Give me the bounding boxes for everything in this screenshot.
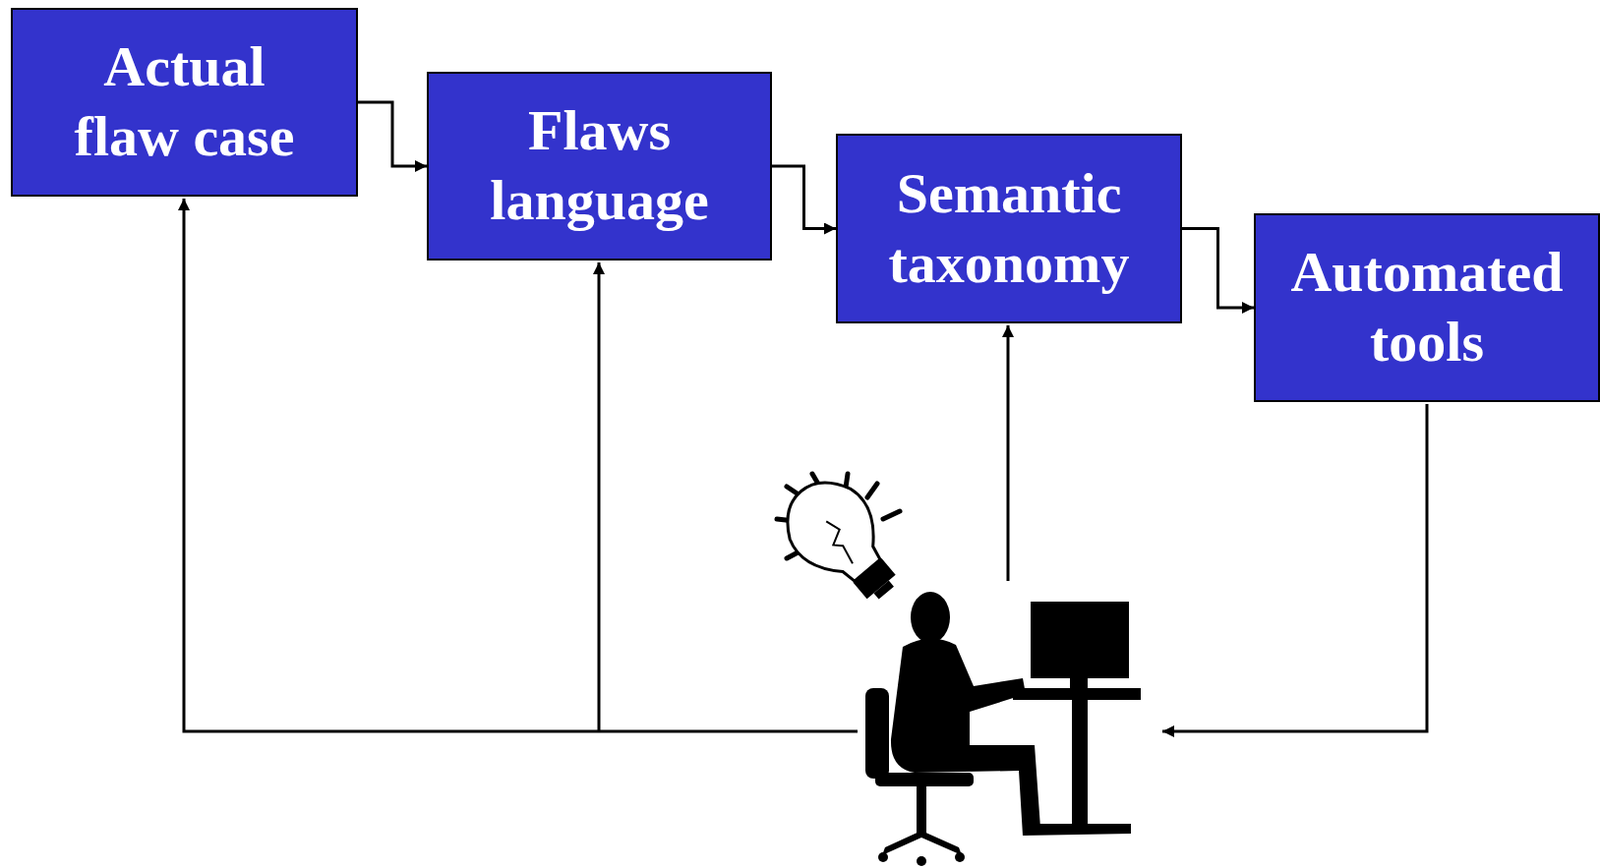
light-bulb bbox=[769, 464, 919, 620]
process-box: Flaws language bbox=[426, 71, 772, 261]
feedback-line bbox=[183, 198, 858, 732]
flow-arrow bbox=[771, 166, 836, 230]
process-box: Semantic taxonomy bbox=[835, 133, 1183, 324]
process-box: Actual flaw case bbox=[10, 7, 358, 197]
flow-arrow bbox=[357, 102, 427, 167]
box-label: Semantic taxonomy bbox=[849, 159, 1169, 299]
process-box: Automated tools bbox=[1253, 213, 1600, 403]
flow-arrow bbox=[1182, 229, 1254, 309]
feedback-line bbox=[1007, 325, 1010, 582]
feedback-line bbox=[597, 262, 601, 732]
box-label: Automated tools bbox=[1267, 237, 1587, 378]
person-at-computer bbox=[865, 592, 1141, 867]
box-label: Actual flaw case bbox=[24, 32, 345, 173]
feedback-line bbox=[1162, 404, 1427, 732]
box-label: Flaws language bbox=[440, 96, 759, 237]
